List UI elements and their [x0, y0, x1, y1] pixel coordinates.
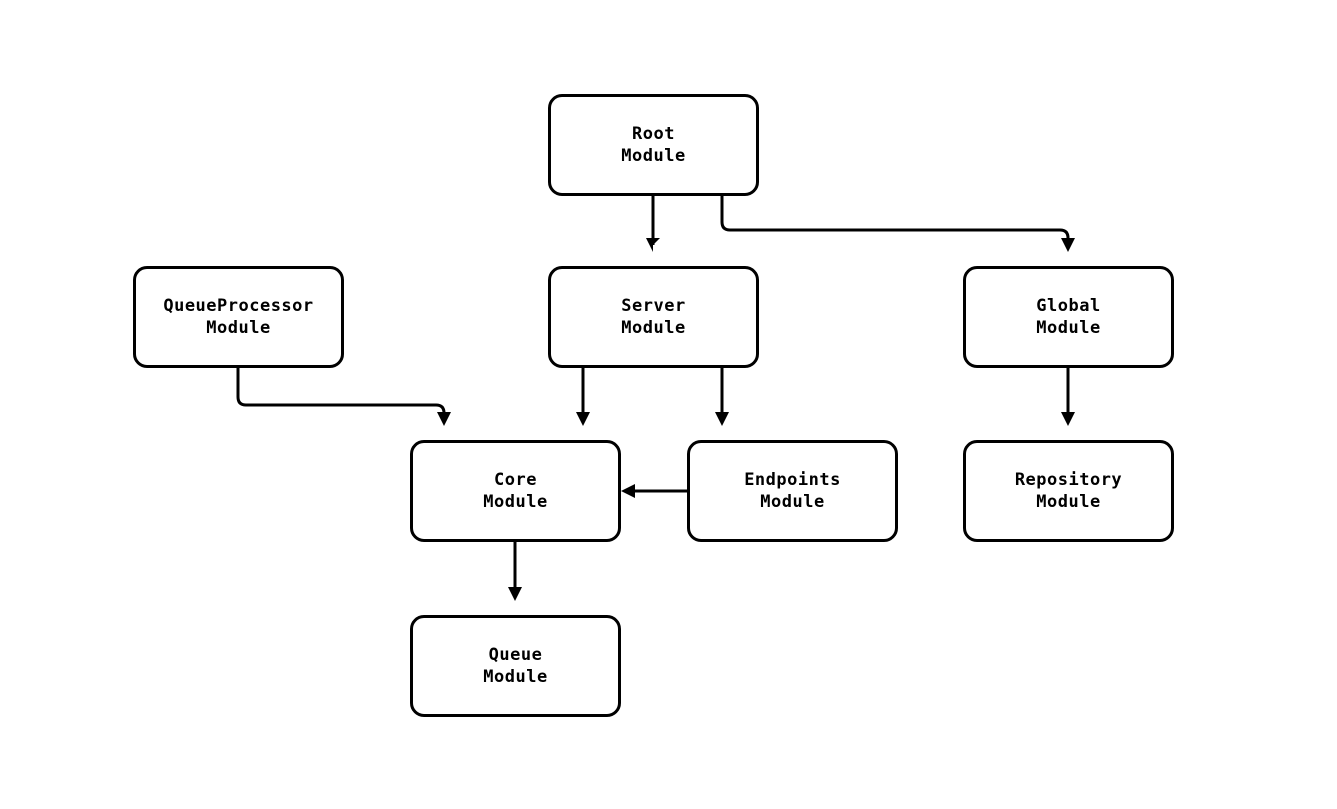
node-queue-module[interactable]: Queue Module — [410, 615, 621, 717]
node-global-module-line2: Module — [1036, 318, 1101, 338]
node-endpoints-module[interactable]: Endpoints Module — [687, 440, 898, 542]
node-endpoints-module-line1: Endpoints — [744, 470, 841, 490]
node-core-module-line2: Module — [483, 492, 548, 512]
edge-server-to-core — [576, 368, 590, 426]
node-queueprocessor-module-line2: Module — [206, 318, 271, 338]
node-server-module-line1: Server — [621, 296, 686, 316]
node-repository-module[interactable]: Repository Module — [963, 440, 1174, 542]
edge-root-to-global — [720, 196, 1075, 252]
node-root-module[interactable]: Root Module — [548, 94, 759, 196]
edge-endpoints-to-core — [621, 484, 687, 498]
node-root-module-line1: Root — [632, 124, 675, 144]
node-global-module[interactable]: Global Module — [963, 266, 1174, 368]
node-root-module-line2: Module — [621, 146, 686, 166]
node-queue-module-line2: Module — [483, 667, 548, 687]
node-server-module-line2: Module — [621, 318, 686, 338]
edge-global-to-repository — [1061, 368, 1075, 426]
edge-queueprocessor-to-core — [236, 368, 451, 426]
node-global-module-line1: Global — [1036, 296, 1101, 316]
edge-server-to-endpoints — [715, 368, 729, 426]
node-endpoints-module-line2: Module — [760, 492, 825, 512]
node-server-module[interactable]: Server Module — [548, 266, 759, 368]
edge-core-to-queue — [508, 542, 522, 601]
node-core-module[interactable]: Core Module — [410, 440, 621, 542]
node-core-module-line1: Core — [494, 470, 537, 490]
node-queue-module-line1: Queue — [488, 645, 543, 665]
node-repository-module-line1: Repository — [1014, 470, 1123, 490]
node-queueprocessor-module-line1: QueueProcessor — [163, 296, 314, 316]
node-repository-module-line2: Module — [1036, 492, 1101, 512]
node-queueprocessor-module[interactable]: QueueProcessor Module — [133, 266, 344, 368]
edge-root-to-server — [646, 196, 660, 252]
